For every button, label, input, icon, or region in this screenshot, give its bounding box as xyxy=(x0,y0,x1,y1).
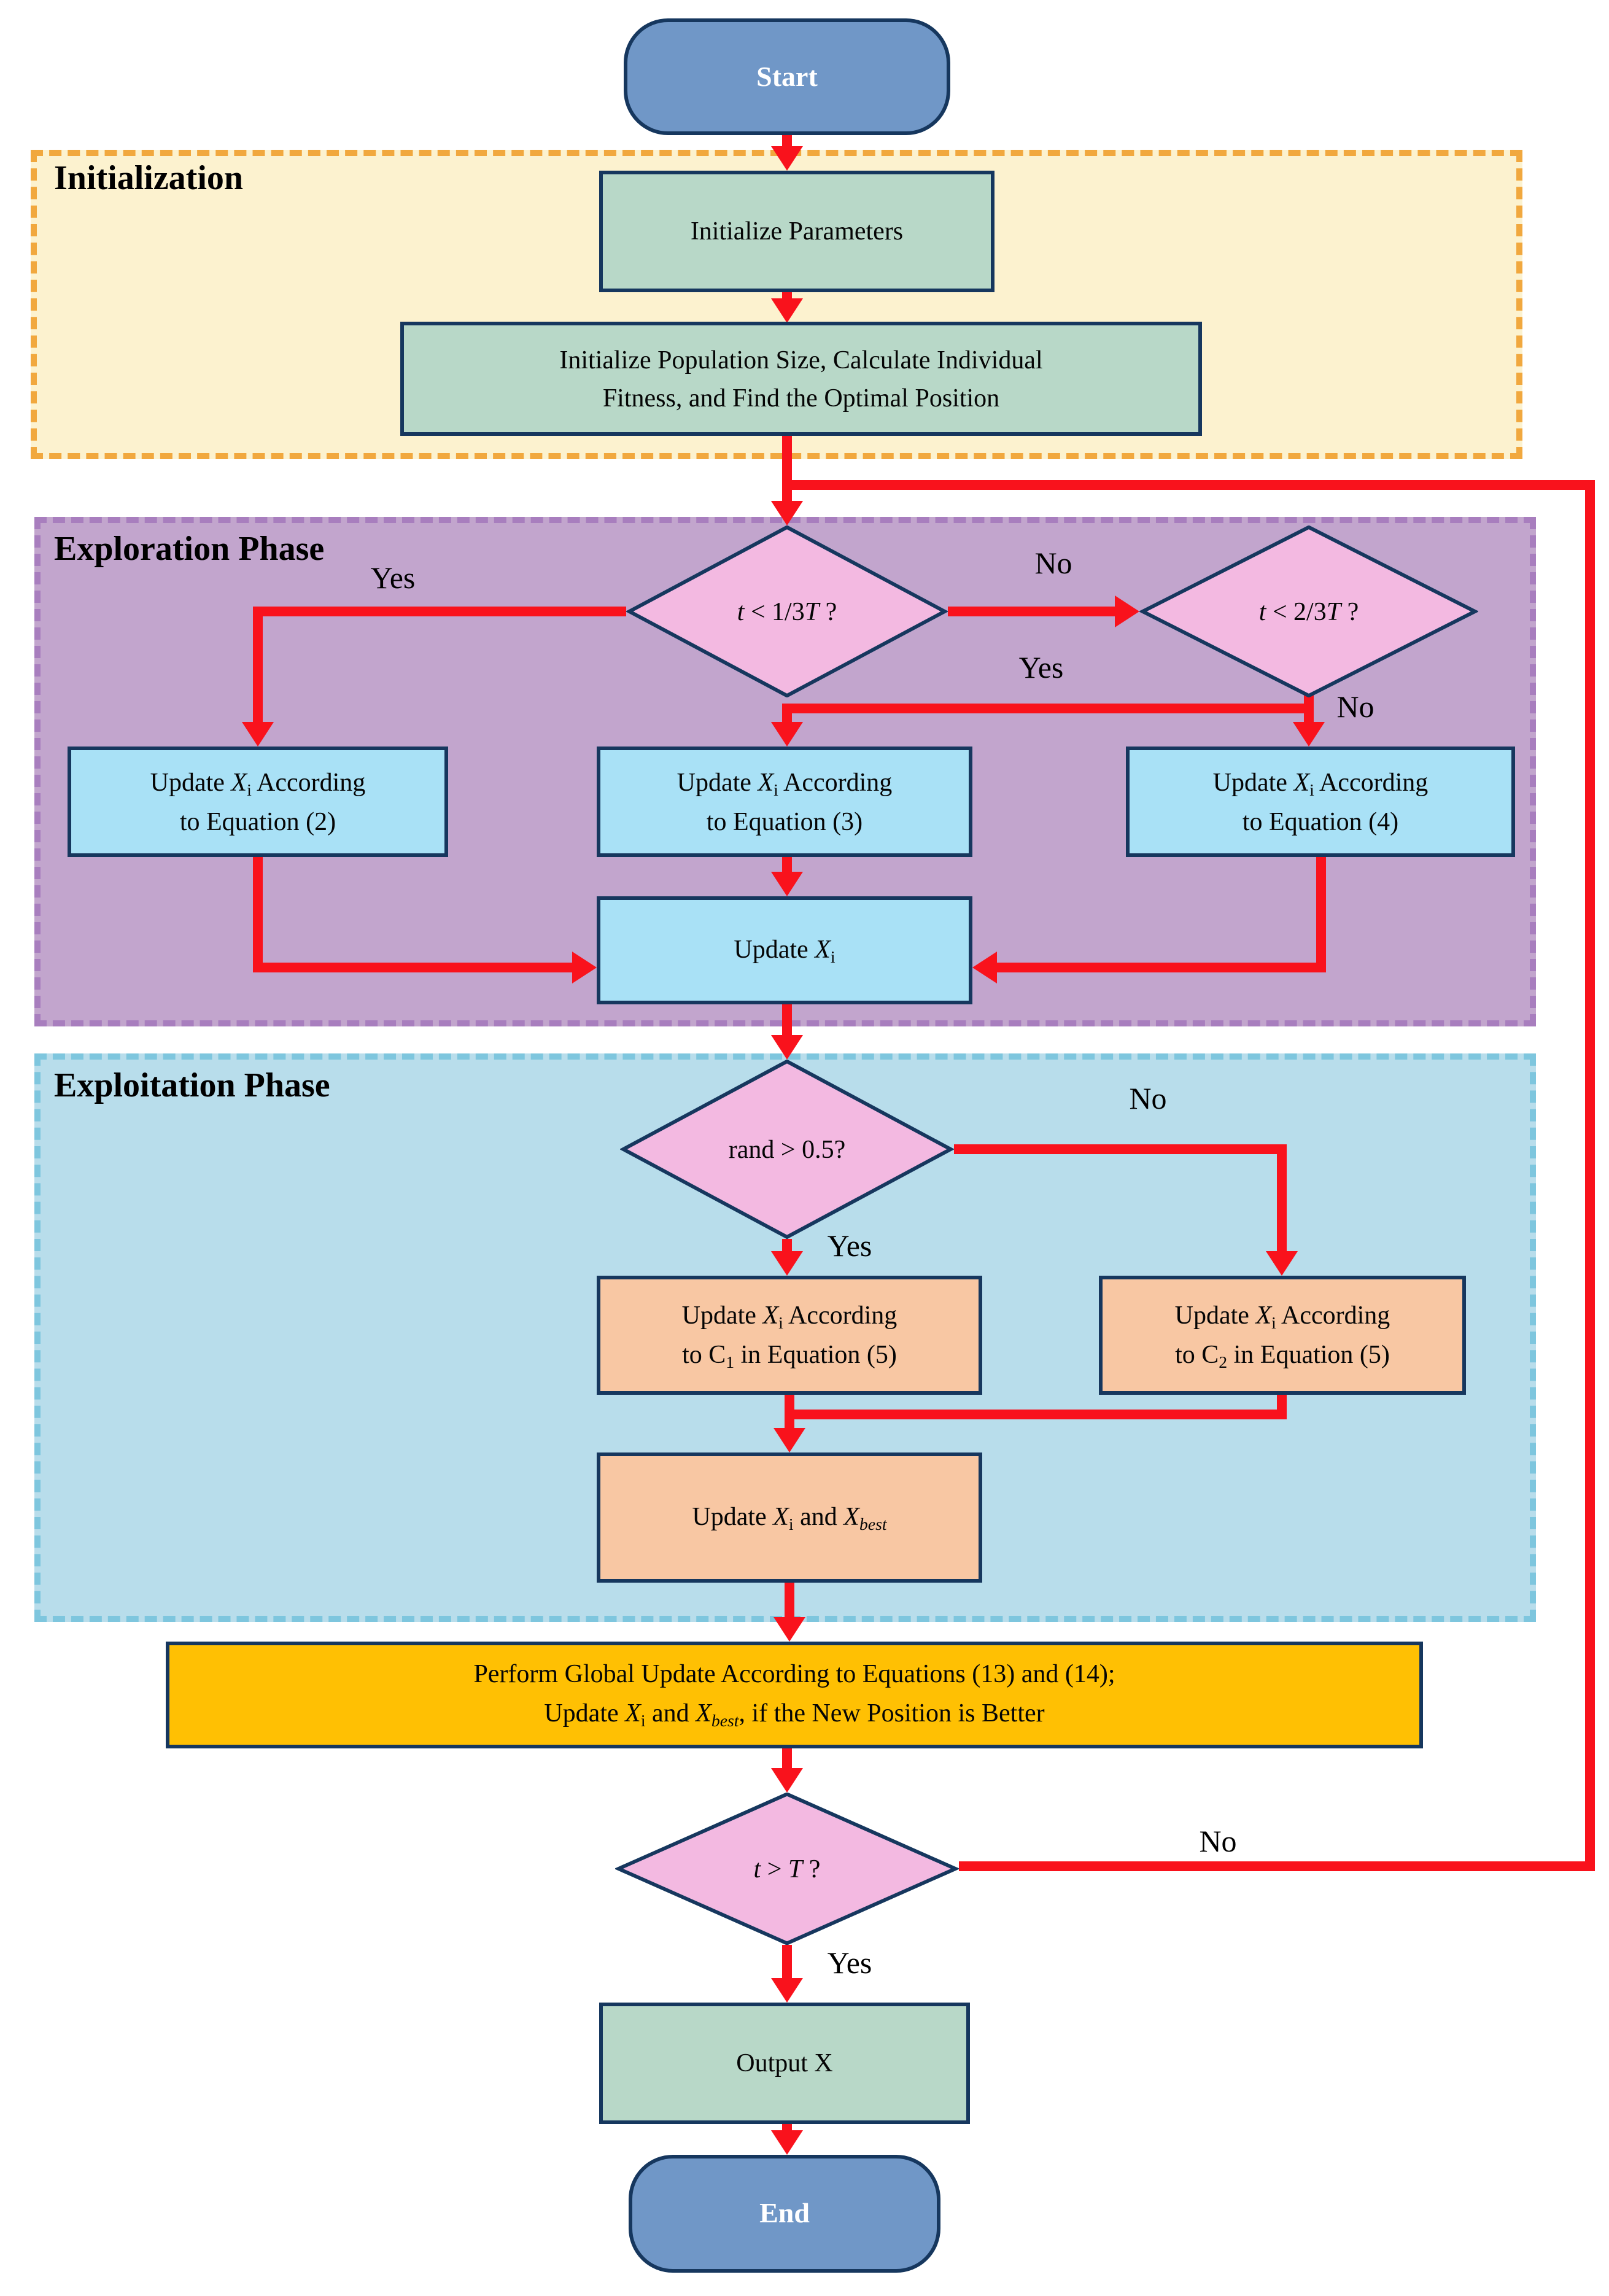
d3-no-vertical xyxy=(1277,1144,1287,1256)
eq4-left-horizontal xyxy=(994,963,1326,972)
label-no-d1: No xyxy=(1034,548,1072,581)
arrowhead-updatexi-top xyxy=(771,872,803,896)
label-no-d4: No xyxy=(1199,1826,1237,1859)
arrowhead-init-params xyxy=(771,146,803,171)
c2-merge-horizontal xyxy=(789,1410,1287,1419)
arrowhead-population xyxy=(771,298,803,323)
d2-yes-drop xyxy=(782,704,792,727)
arrowhead-eq2 xyxy=(242,722,274,747)
d4-yes-vertical xyxy=(782,1945,792,1983)
decision-label: t < 2/3T ? xyxy=(1258,596,1359,626)
label-no-d3: No xyxy=(1129,1083,1167,1116)
label-yes-d3: Yes xyxy=(827,1230,872,1263)
arrowhead-updatebest xyxy=(773,1428,805,1452)
d3-no-horizontal xyxy=(954,1144,1287,1154)
diamond-shape xyxy=(615,1793,959,1945)
arrowhead-c2 xyxy=(1266,1251,1298,1276)
label-yes-d4: Yes xyxy=(827,1947,872,1980)
arrowhead-end xyxy=(771,2130,803,2155)
eq2-down-vertical xyxy=(253,857,263,972)
updatebest-to-gold xyxy=(785,1583,794,1622)
d1-no-horizontal xyxy=(948,607,1117,616)
d2-yes-horizontal xyxy=(787,704,1314,713)
eq4-down-vertical xyxy=(1316,857,1326,972)
decision-label: t < 1/3T ? xyxy=(737,596,837,626)
gold-to-d4 xyxy=(782,1748,792,1773)
label-no-d2: No xyxy=(1336,691,1374,724)
updatexi-to-d3 xyxy=(782,1004,792,1040)
arrowhead-d3 xyxy=(771,1035,803,1060)
initialize-parameters-box: Initialize Parameters xyxy=(599,171,994,292)
decision-t-greater-T: t > T ? xyxy=(615,1793,959,1945)
arrowhead-eq4 xyxy=(1293,722,1325,747)
end-node: End xyxy=(629,2155,940,2273)
section-title-exploitation: Exploitation Phase xyxy=(54,1067,330,1105)
diamond-shape xyxy=(626,526,948,697)
d1-yes-horizontal xyxy=(258,607,626,616)
decision-label: rand > 0.5? xyxy=(728,1134,846,1163)
arrowhead-output xyxy=(771,1978,803,2003)
arrowhead-d1 xyxy=(771,501,803,526)
arrowhead-d2 xyxy=(1115,595,1139,627)
loop-top-horizontal xyxy=(787,480,1595,490)
decision-t-less-two-thirds-T: t < 2/3T ? xyxy=(1139,526,1478,697)
initialize-population-box: Initialize Population Size, Calculate In… xyxy=(400,322,1202,436)
arrowhead-updatexi-right xyxy=(972,952,997,983)
output-x-box: Output X xyxy=(599,2003,970,2124)
arrowhead-c1 xyxy=(771,1251,803,1276)
loop-right-vertical xyxy=(1585,480,1595,1871)
global-update-box: Perform Global Update According to Equat… xyxy=(166,1642,1423,1748)
arrowhead-gold xyxy=(773,1617,805,1642)
d1-yes-vertical xyxy=(253,607,263,727)
label-yes-d2: Yes xyxy=(1018,652,1064,685)
decision-label: t > T ? xyxy=(753,1853,821,1883)
decision-rand-greater-05: rand > 0.5? xyxy=(620,1060,954,1239)
update-xi-box: Update Xi xyxy=(597,896,972,1004)
section-title-initialization: Initialization xyxy=(54,160,244,198)
update-xi-and-xbest-box: Update Xi and Xbest xyxy=(597,1452,982,1583)
arrow-population-to-d1 xyxy=(782,436,792,506)
arrowhead-updatexi-left xyxy=(572,952,597,983)
arrowhead-eq3 xyxy=(771,722,803,747)
arrowhead-d4 xyxy=(771,1768,803,1793)
section-title-exploration: Exploration Phase xyxy=(54,530,325,568)
decision-t-less-one-third-T: t < 1/3T ? xyxy=(626,526,948,697)
label-yes-d1: Yes xyxy=(370,562,416,595)
diamond-shape xyxy=(620,1060,954,1239)
loop-bottom-horizontal xyxy=(959,1861,1595,1871)
diamond-shape xyxy=(1139,526,1478,697)
start-node: Start xyxy=(624,18,950,135)
eq2-right-horizontal xyxy=(253,963,575,972)
